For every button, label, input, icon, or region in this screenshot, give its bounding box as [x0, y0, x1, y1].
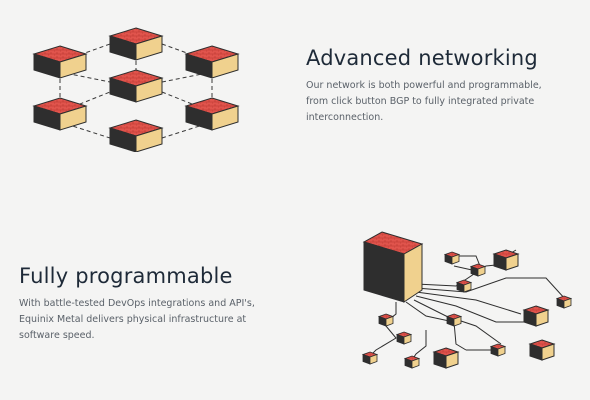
feature-title: Advanced networking	[306, 46, 538, 70]
cube-small	[444, 251, 460, 265]
cube-small	[490, 343, 506, 357]
cube-left-upper	[33, 45, 87, 79]
description-line: Our network is both powerful and program…	[306, 80, 542, 91]
description-line: software speed.	[19, 330, 95, 341]
cube-small	[556, 295, 572, 309]
cube-mid	[529, 339, 555, 361]
cube-small	[470, 263, 486, 277]
cube-small	[378, 313, 394, 327]
feature-fully-programmable: Fully programmable With battle-tested De…	[19, 264, 279, 344]
circuit-cubes-icon	[356, 226, 576, 376]
cube-top-center	[109, 27, 163, 61]
cube-bottom-center	[109, 119, 163, 153]
cube-small	[362, 351, 378, 365]
cube-mid	[523, 305, 549, 327]
feature-title: Fully programmable	[19, 264, 233, 288]
cube-mid	[433, 347, 459, 369]
description-line: Equinix Metal delivers physical infrastr…	[19, 314, 247, 325]
cube-small	[446, 313, 462, 327]
cube-mid	[493, 249, 519, 271]
cube-right-lower	[185, 97, 239, 131]
description-line: interconnection.	[306, 112, 384, 123]
feature-advanced-networking: Advanced networking Our network is both …	[306, 46, 576, 126]
feature-description: With battle-tested DevOps integrations a…	[19, 296, 279, 344]
description-line: With battle-tested DevOps integrations a…	[19, 298, 255, 309]
feature-description: Our network is both powerful and program…	[306, 78, 576, 126]
cube-left-lower	[33, 97, 87, 131]
cube-right-upper	[185, 45, 239, 79]
networked-cubes-grid-icon	[26, 12, 246, 153]
cube-small	[456, 279, 472, 293]
cube-small	[396, 331, 412, 345]
description-line: from click button BGP to fully integrate…	[306, 96, 535, 107]
cube-center	[109, 69, 163, 103]
cube-large	[363, 231, 423, 303]
cube-small	[404, 355, 420, 369]
